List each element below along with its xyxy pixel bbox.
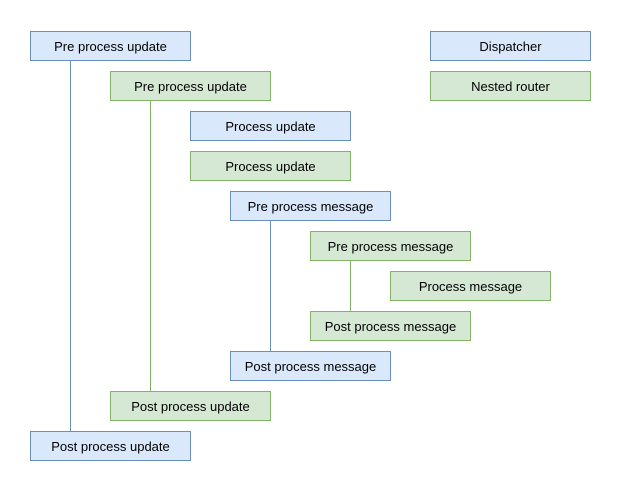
node-label-nested-router: Nested router: [471, 78, 550, 94]
node-label-dispatcher: Dispatcher: [479, 38, 542, 54]
node-label-post-process-message-dispatcher: Post process message: [244, 358, 377, 374]
node-nested-router: Nested router: [430, 71, 591, 101]
node-post-process-update-nested: Post process update: [110, 391, 271, 421]
node-process-update-dispatcher: Process update: [190, 111, 351, 141]
node-post-process-message-dispatcher: Post process message: [230, 351, 391, 381]
node-dispatcher: Dispatcher: [430, 31, 591, 61]
node-label-pre-process-update-nested: Pre process update: [134, 78, 247, 94]
connector-message-span-dispatcher: [270, 221, 271, 351]
connector-update-span-dispatcher: [70, 61, 71, 431]
node-label-process-update-dispatcher: Process update: [225, 118, 316, 134]
node-pre-process-message-dispatcher: Pre process message: [230, 191, 391, 221]
node-post-process-update-dispatcher: Post process update: [30, 431, 191, 461]
node-label-process-message-nested: Process message: [418, 278, 523, 294]
node-post-process-message-nested: Post process message: [310, 311, 471, 341]
node-label-pre-process-message-nested: Pre process message: [327, 238, 454, 254]
node-pre-process-update-nested: Pre process update: [110, 71, 271, 101]
node-label-pre-process-update-dispatcher: Pre process update: [54, 38, 167, 54]
connector-update-span-nested: [150, 101, 151, 391]
node-label-pre-process-message-dispatcher: Pre process message: [247, 198, 374, 214]
node-label-process-update-nested: Process update: [225, 158, 316, 174]
connector-message-span-nested: [350, 261, 351, 311]
node-process-update-nested: Process update: [190, 151, 351, 181]
node-label-post-process-message-nested: Post process message: [324, 318, 457, 334]
node-pre-process-message-nested: Pre process message: [310, 231, 471, 261]
node-process-message-nested: Process message: [390, 271, 551, 301]
node-pre-process-update-dispatcher: Pre process update: [30, 31, 191, 61]
node-label-post-process-update-dispatcher: Post process update: [51, 438, 170, 454]
node-label-post-process-update-nested: Post process update: [131, 398, 250, 414]
